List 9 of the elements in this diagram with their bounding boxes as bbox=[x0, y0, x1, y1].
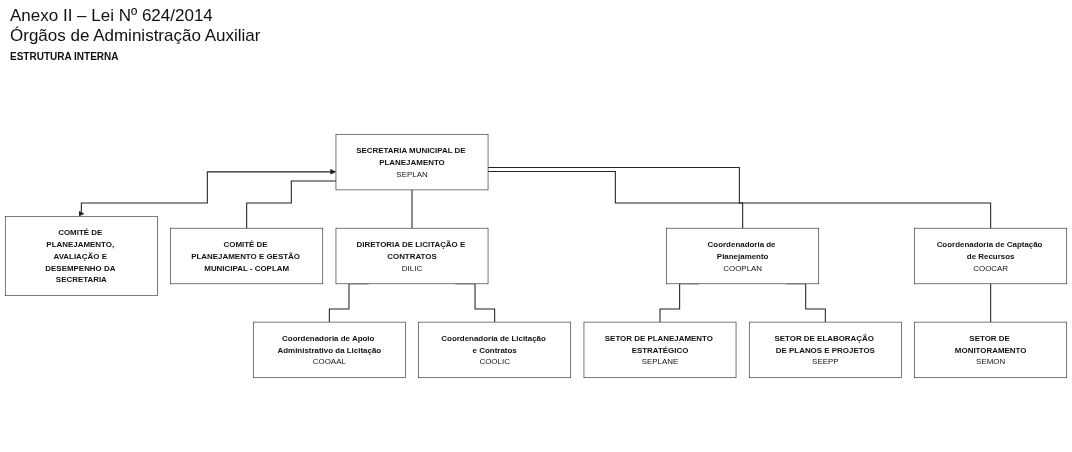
connector bbox=[246, 180, 337, 229]
section-label: ESTRUTURA INTERNA bbox=[10, 51, 119, 62]
connector bbox=[411, 189, 413, 229]
connector bbox=[487, 171, 744, 229]
connector bbox=[487, 166, 992, 229]
title: Anexo II – Lei Nº 624/2014 bbox=[10, 6, 214, 26]
subtitle: Órgãos de Administração Auxiliar bbox=[10, 26, 261, 46]
connector bbox=[990, 283, 992, 323]
arrow bbox=[78, 168, 336, 217]
